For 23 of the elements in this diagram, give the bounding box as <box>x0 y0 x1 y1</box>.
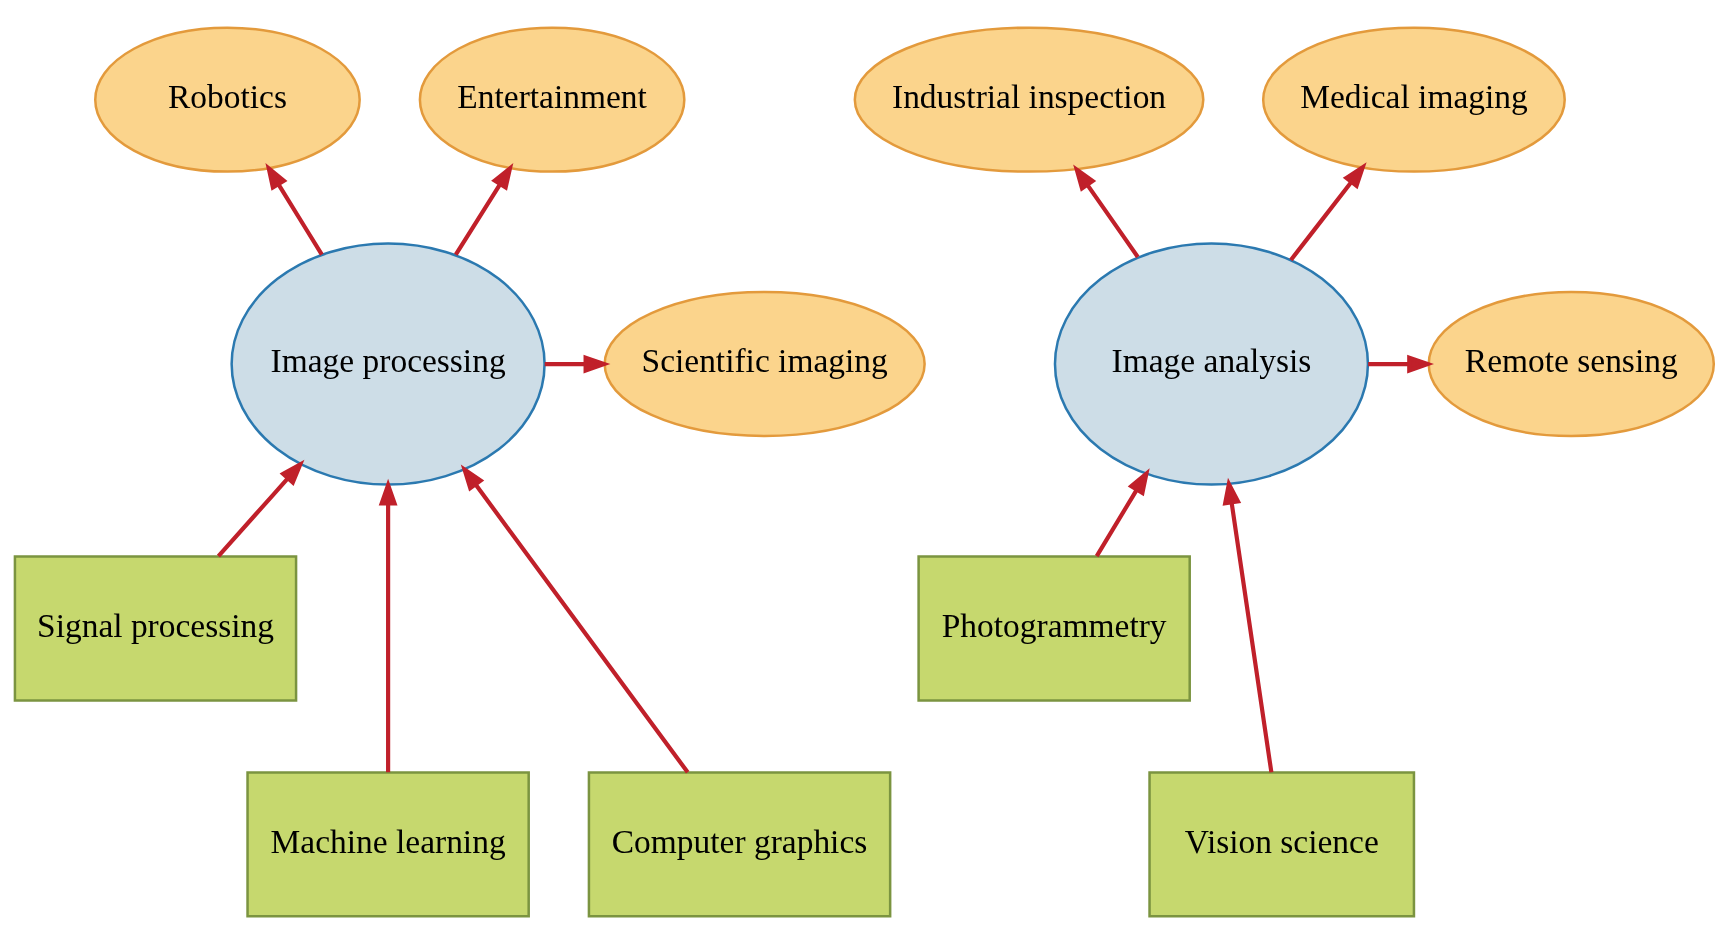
node-box: Vision science <box>1148 770 1416 918</box>
arrow <box>265 162 324 256</box>
arrow <box>378 478 398 772</box>
node-ellipse: Scientific imaging <box>603 290 926 437</box>
node-box: Machine learning <box>246 770 530 918</box>
node-box: Photogrammetry <box>917 554 1191 702</box>
node-ellipse: Robotics <box>94 25 361 173</box>
node-ellipse: Entertainment <box>418 25 686 173</box>
node-ellipse: Medical imaging <box>1261 25 1566 173</box>
node-box: Signal processing <box>13 554 298 702</box>
node-ellipse: Image analysis <box>1053 241 1370 486</box>
arrow <box>544 354 611 373</box>
arrow <box>1289 161 1367 261</box>
arrow <box>460 463 690 774</box>
arrow <box>1073 163 1140 258</box>
arrow <box>1094 467 1150 557</box>
arrow <box>1368 354 1434 373</box>
arrow <box>216 459 305 558</box>
arrow <box>454 162 514 256</box>
node-ellipse: Remote sensing <box>1427 290 1716 437</box>
node-ellipse: Industrial inspection <box>853 25 1205 173</box>
arrow <box>1222 477 1274 773</box>
node-box: Computer graphics <box>587 770 892 918</box>
